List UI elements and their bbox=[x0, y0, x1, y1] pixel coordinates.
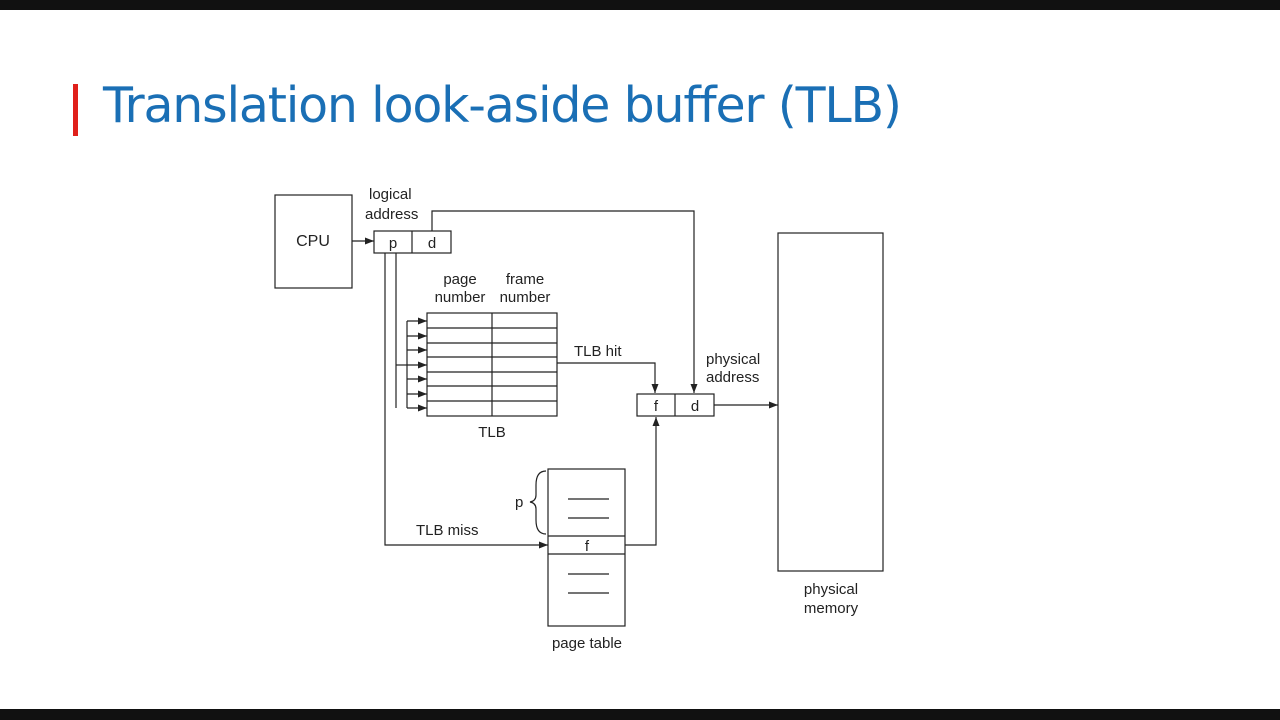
title-accent-bar bbox=[73, 84, 78, 136]
physical-frame-field: f bbox=[654, 398, 659, 415]
tlb-header-page-line1: page bbox=[443, 271, 476, 288]
page-table-label: page table bbox=[552, 635, 622, 652]
tlb-header-frame-line1: frame bbox=[506, 271, 544, 288]
page-table bbox=[547, 468, 626, 627]
tlb-header-frame-line2: number bbox=[500, 289, 551, 306]
tlb-label: TLB bbox=[478, 424, 506, 441]
offset-route-arrow bbox=[431, 210, 698, 393]
physical-memory-box bbox=[777, 232, 884, 572]
tlb-header-page-line2: number bbox=[435, 289, 486, 306]
slide-title: Translation look-aside buffer (TLB) bbox=[103, 77, 902, 134]
page-table-frame-entry: f bbox=[585, 538, 590, 555]
physical-offset-field: d bbox=[691, 398, 699, 415]
tlb-hit-label: TLB hit bbox=[574, 343, 622, 360]
physical-address-label-line2: address bbox=[706, 369, 759, 386]
logical-address-label-line2: address bbox=[365, 206, 418, 223]
top-border-bar bbox=[0, 0, 1280, 10]
tlb-miss-label: TLB miss bbox=[416, 522, 479, 539]
physical-address-label-line1: physical bbox=[706, 351, 760, 368]
tlb-hit-arrow bbox=[557, 362, 659, 393]
physical-memory-label-line2: memory bbox=[804, 600, 859, 617]
logical-offset-field: d bbox=[428, 235, 436, 252]
page-table-index-label: p bbox=[515, 494, 523, 511]
page-table-to-frame-arrow bbox=[625, 417, 660, 546]
page-table-index-brace bbox=[529, 470, 547, 535]
logical-page-field: p bbox=[389, 235, 397, 252]
cpu-label: CPU bbox=[296, 233, 330, 250]
bottom-border-bar bbox=[0, 709, 1280, 720]
physical-memory-label-line1: physical bbox=[804, 581, 858, 598]
tlb-miss-arrow bbox=[384, 253, 548, 549]
logical-address-label-line1: logical bbox=[369, 186, 412, 203]
